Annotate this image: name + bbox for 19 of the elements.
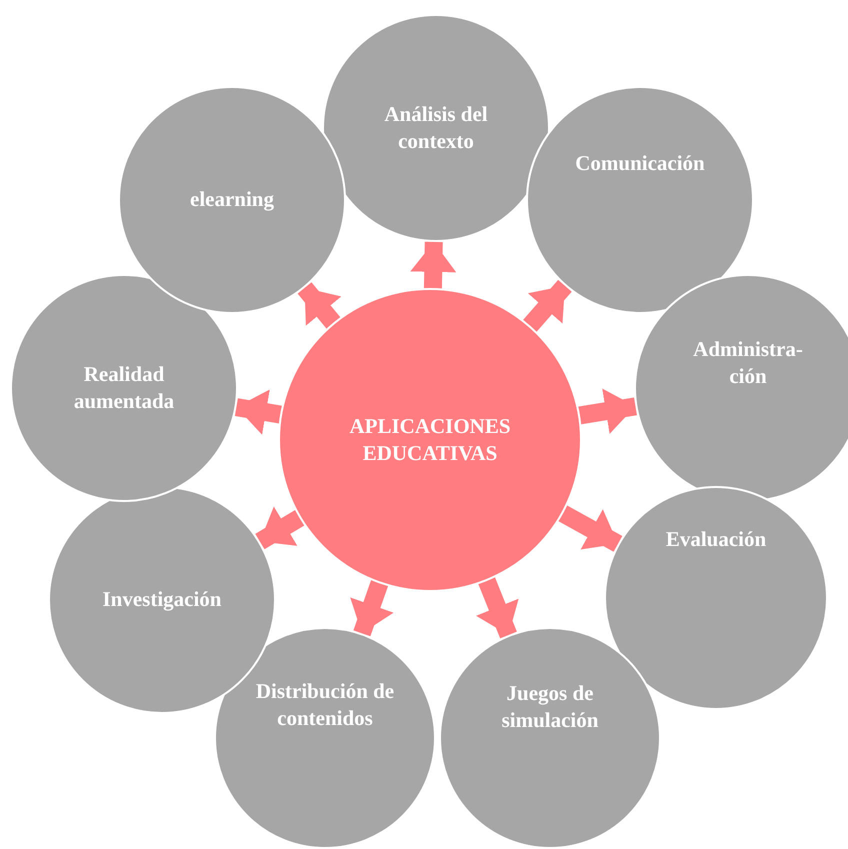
circle-label: Juegos de simulación [500, 680, 600, 734]
arrow [350, 578, 394, 636]
arrow [410, 242, 456, 290]
circle-label: Análisis del contexto [383, 100, 489, 155]
circle-label: Investigación [101, 586, 222, 614]
circle-label: Administra- ción [692, 336, 804, 390]
arrow [476, 576, 519, 638]
arrow [234, 389, 284, 435]
circle-label: Realidad aumentada [72, 360, 176, 415]
arrow [522, 280, 572, 334]
arrow [298, 282, 342, 330]
circle-label: APLICACIONES EDUCATIVAS [348, 412, 512, 467]
arrow [556, 504, 622, 552]
circle-label: Evaluación [664, 526, 768, 553]
arrow [576, 388, 637, 434]
circle-label: elearning [189, 186, 275, 214]
circle-label: Distribución de contenidos [254, 678, 396, 732]
circle-label: Comunicación [574, 150, 706, 177]
arrow [255, 506, 306, 550]
